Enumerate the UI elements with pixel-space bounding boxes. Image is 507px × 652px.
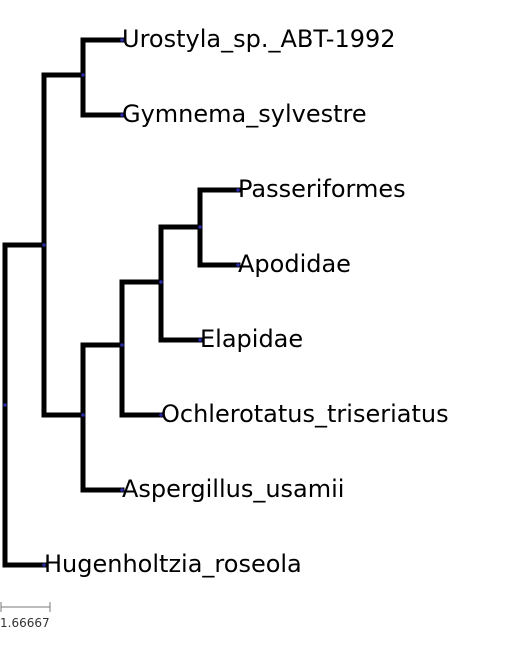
node-marker-l6 xyxy=(159,413,163,417)
leaf-label-passeriformes: Passeriformes xyxy=(238,175,406,203)
branch-passeriformes xyxy=(197,187,241,230)
node-marker-l5 xyxy=(198,338,202,342)
branch-elapidae xyxy=(158,279,203,343)
leaf-label-elapidae: Elapidae xyxy=(200,325,303,353)
node-marker-l4 xyxy=(236,263,240,267)
scale-bar: 1.66667 xyxy=(0,602,51,630)
branch-hugenholtzia xyxy=(2,402,47,568)
node-marker-l3 xyxy=(236,188,240,192)
leaf-label-hugenholtzia: Hugenholtzia_roseola xyxy=(44,550,302,578)
branch-ochlerotatus-clade xyxy=(80,342,125,418)
leaf-label-apodidae: Apodidae xyxy=(238,250,351,278)
branch-main-clade xyxy=(41,242,86,418)
node-marker-n-och xyxy=(120,343,124,347)
branch-urostyla xyxy=(80,37,125,78)
node-marker-l8 xyxy=(42,563,46,567)
tree-nodes xyxy=(3,38,240,567)
node-marker-n-uro xyxy=(81,73,85,77)
leaf-labels: Urostyla_sp._ABT-1992 Gymnema_sylvestre … xyxy=(44,25,449,578)
leaf-label-urostyla: Urostyla_sp._ABT-1992 xyxy=(122,25,396,53)
node-marker-l2 xyxy=(120,113,124,117)
branch-gymnema xyxy=(80,72,125,118)
node-marker-n-pas xyxy=(198,225,202,229)
leaf-label-ochlerotatus: Ochlerotatus_triseriatus xyxy=(161,400,449,428)
node-marker-l1 xyxy=(120,38,124,42)
branch-passeriformes-clade xyxy=(158,224,203,285)
leaf-label-aspergillus: Aspergillus_usamii xyxy=(122,475,344,503)
branch-apodidae xyxy=(197,224,241,268)
branch-urostyla-clade xyxy=(41,72,86,248)
leaf-label-gymnema: Gymnema_sylvestre xyxy=(122,100,367,128)
node-marker-n-big xyxy=(81,413,85,417)
scale-bar-label: 1.66667 xyxy=(0,616,50,630)
node-marker-l7 xyxy=(120,488,124,492)
branch-elapidae-clade xyxy=(119,279,164,348)
node-marker-n-top xyxy=(42,243,46,247)
branch-ochlerotatus xyxy=(119,342,164,418)
branch-root-to-ingroup xyxy=(2,242,47,408)
node-marker-root xyxy=(3,403,7,407)
tree-branches xyxy=(2,37,241,568)
branch-aspergillus xyxy=(80,412,125,493)
node-marker-n-ela xyxy=(159,280,163,284)
